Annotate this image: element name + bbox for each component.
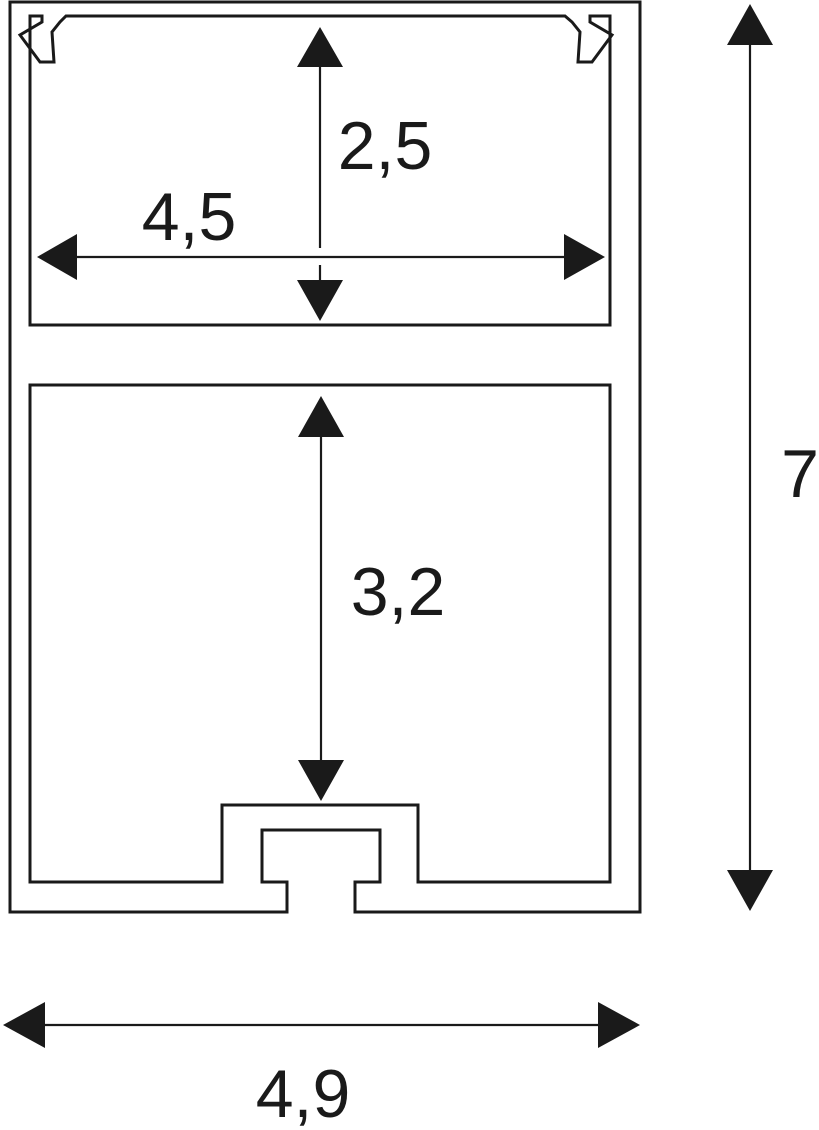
dimension-label-upper-height: 2,5 <box>338 108 433 184</box>
dimension-upper-height: 2,5 <box>297 27 432 321</box>
dimension-label-total-height: 7 <box>781 436 819 512</box>
arrow-up-icon <box>298 396 344 437</box>
dimension-total-height: 7 <box>727 4 819 911</box>
arrow-down-icon <box>298 760 344 801</box>
arrow-down-icon <box>727 870 773 911</box>
arrow-left-icon <box>3 1002 45 1048</box>
arrow-right-icon <box>598 1002 640 1048</box>
dimension-label-upper-width: 4,5 <box>142 179 237 255</box>
dimension-label-lower-height: 3,2 <box>351 554 446 630</box>
arrow-down-icon <box>297 280 343 321</box>
profile-upper-chamber <box>17 14 615 327</box>
dimension-lower-height: 3,2 <box>298 396 445 801</box>
dimension-upper-width: 4,5 <box>37 179 605 280</box>
arrow-up-icon <box>727 4 773 45</box>
dimension-total-width: 4,9 <box>3 1002 640 1130</box>
profile-outer-outline <box>8 0 642 914</box>
arrow-left-icon <box>37 234 77 280</box>
arrow-up-icon <box>297 27 343 67</box>
profile-lower-chamber <box>28 383 612 884</box>
arrow-right-icon <box>564 234 605 280</box>
dimension-label-total-width: 4,9 <box>256 1056 351 1130</box>
